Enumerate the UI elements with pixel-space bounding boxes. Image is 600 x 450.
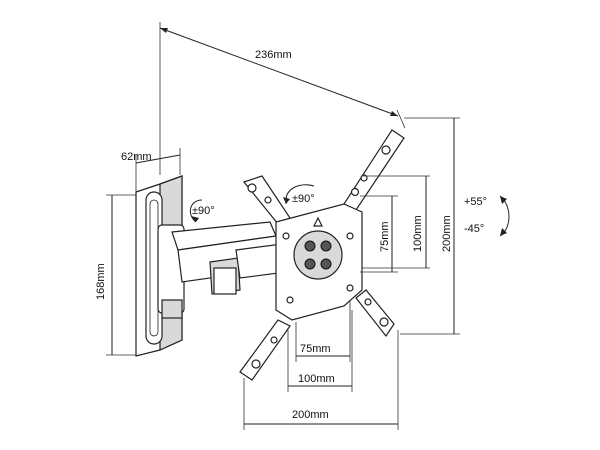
- dim-236: 236mm: [159, 22, 406, 175]
- dim-vesa-horizontal: 75mm 100mm 200mm: [243, 300, 399, 430]
- label-swivel-top: ±90°: [292, 193, 315, 205]
- label-vesa-h-100: 100mm: [298, 373, 335, 385]
- label-vesa-v-100: 100mm: [412, 215, 424, 252]
- label-vesa-h-75: 75mm: [300, 343, 331, 355]
- label-vesa-v-200: 200mm: [441, 215, 453, 252]
- label-168mm: 168mm: [95, 263, 107, 300]
- label-swivel-left: ±90°: [192, 205, 215, 217]
- swing-arm: [157, 221, 287, 319]
- dim-168: 168mm: [95, 194, 136, 356]
- label-vesa-h-200: 200mm: [292, 409, 329, 421]
- vesa-bracket: [239, 129, 405, 381]
- swivel-left: ±90°: [189, 199, 215, 223]
- dim-62: 62mm: [121, 148, 181, 192]
- dim-vesa-vertical: 75mm 100mm 200mm: [360, 117, 460, 335]
- tilt-indicator: +55° -45°: [464, 195, 510, 237]
- label-tilt-up: +55°: [464, 196, 487, 208]
- label-vesa-v-75: 75mm: [379, 221, 391, 252]
- swivel-top: ±90°: [283, 184, 315, 205]
- label-tilt-down: -45°: [464, 223, 484, 235]
- label-236mm: 236mm: [255, 49, 292, 61]
- label-62mm: 62mm: [121, 151, 152, 163]
